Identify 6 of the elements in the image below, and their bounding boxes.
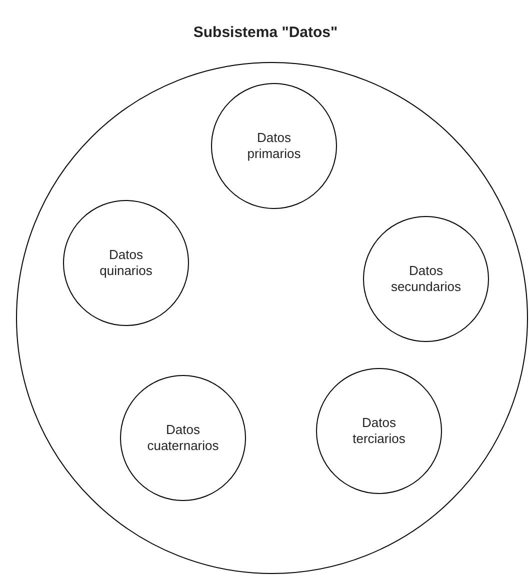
node-label: Datos quinarios <box>98 247 154 279</box>
node-label: Datos secundarios <box>390 263 462 295</box>
node-label: Datos cuaternarios <box>146 422 220 454</box>
diagram-title: Subsistema "Datos" <box>192 23 339 43</box>
node-label: Datos primarios <box>246 130 302 162</box>
node-label: Datos terciarios <box>352 415 406 447</box>
